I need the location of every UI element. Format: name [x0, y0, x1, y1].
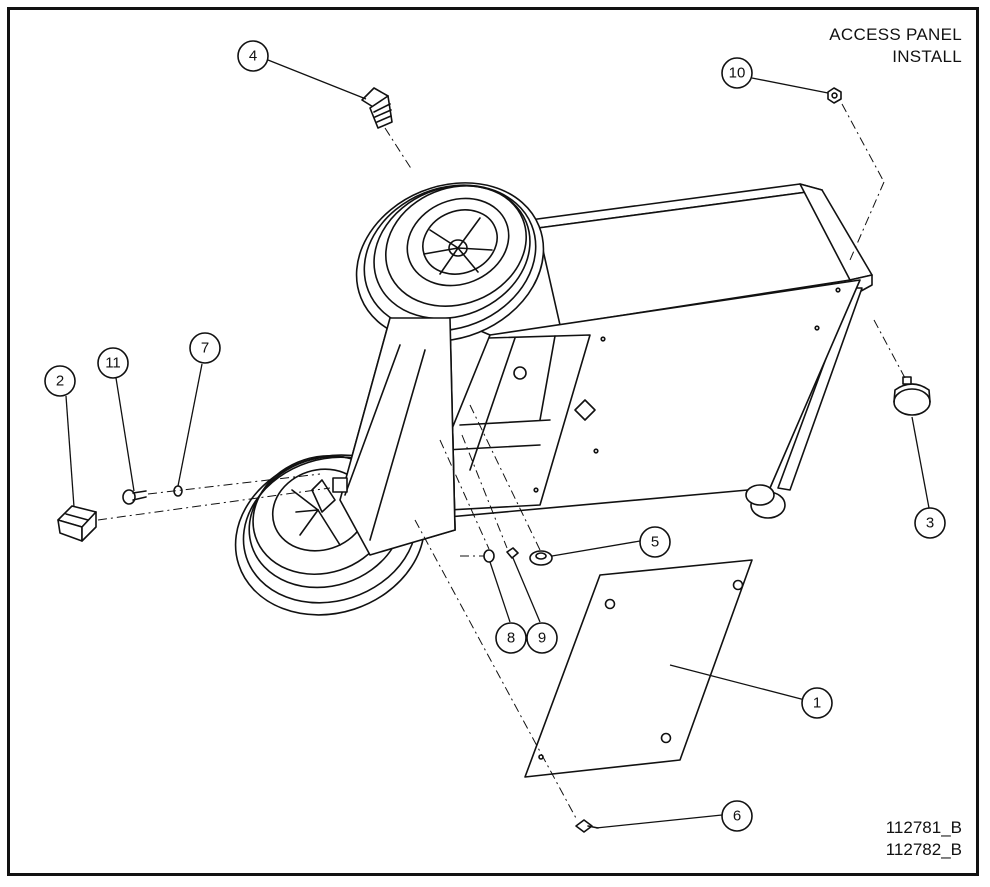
callout-6: 6: [721, 800, 753, 832]
bolt-part: [122, 489, 147, 505]
cart-front-channel: [311, 317, 456, 556]
cable-gland-part: [361, 87, 393, 129]
drawing-title: ACCESS PANEL INSTALL: [829, 24, 962, 68]
upper-wheel: [355, 182, 545, 342]
panel-screw-part: [575, 819, 599, 833]
callout-7-label: 7: [201, 340, 209, 357]
callout-11: 11: [97, 347, 129, 379]
callout-10-label: 10: [729, 65, 746, 82]
nut-part: [506, 547, 519, 559]
leader-9: [512, 557, 541, 623]
callout-2: 2: [44, 365, 76, 397]
leader-8: [489, 561, 511, 623]
drawing-number-2: 112782_B: [885, 840, 962, 859]
spacer-part: [483, 549, 495, 563]
callout-11-label: 11: [105, 355, 121, 372]
callout-2-label: 2: [56, 373, 64, 390]
callout-8: 8: [495, 622, 527, 654]
callout-9: 9: [526, 622, 558, 654]
leader-1: [669, 664, 806, 701]
drawing-number-1: 112781_B: [885, 818, 962, 837]
title-line-1: ACCESS PANEL: [829, 25, 962, 44]
leader-2: [65, 395, 75, 508]
callout-5: 5: [639, 526, 671, 558]
callout-7: 7: [189, 332, 221, 364]
cart-chassis: [332, 183, 873, 556]
leader-10: [751, 77, 829, 94]
rocker-switch-part: [57, 505, 97, 542]
callout-3-label: 3: [926, 515, 934, 532]
callout-6-label: 6: [733, 808, 741, 825]
leader-11: [115, 377, 135, 492]
drawing-number-block: 112781_B 112782_B: [886, 817, 962, 861]
title-line-2: INSTALL: [892, 47, 962, 66]
leader-lines: [65, 59, 930, 829]
hex-nut-part: [827, 87, 842, 104]
callout-4: 4: [237, 40, 269, 72]
callout-1: 1: [801, 687, 833, 719]
callout-3: 3: [914, 507, 946, 539]
assembly-centerlines: [97, 103, 906, 821]
callout-8-label: 8: [507, 630, 515, 647]
leader-3: [911, 416, 930, 509]
lock-nut-part: [529, 550, 553, 566]
callout-9-label: 9: [538, 630, 546, 647]
callout-5-label: 5: [651, 534, 659, 551]
leader-6: [595, 814, 723, 829]
access-panel-part: [524, 559, 753, 778]
callout-10: 10: [721, 57, 753, 89]
rubber-foot-part: [745, 376, 931, 519]
leader-4: [267, 59, 367, 100]
callout-4-label: 4: [249, 48, 257, 65]
leader-5: [551, 540, 641, 557]
callout-1-label: 1: [813, 695, 821, 712]
leader-7: [177, 363, 203, 487]
